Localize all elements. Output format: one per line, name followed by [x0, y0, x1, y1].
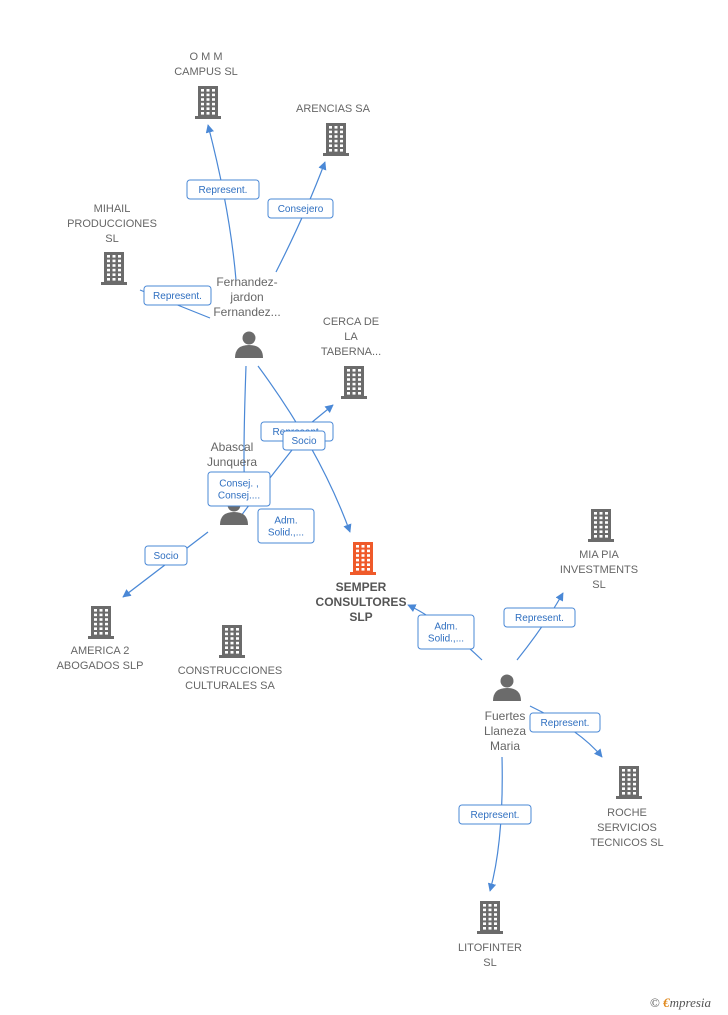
edge-label-text: Solid.,... [428, 634, 464, 645]
copyright-icon: © [650, 995, 660, 1010]
node-label: Fuertes [485, 709, 526, 723]
building-icon [195, 86, 221, 119]
edge-label[interactable]: Adm.Solid.,... [257, 508, 315, 544]
edge-label[interactable]: Represent. [529, 712, 601, 733]
edge-label-text: Represent. [515, 613, 564, 624]
edge-label[interactable]: Represent. [143, 285, 212, 306]
node-label: MIHAIL [94, 203, 131, 215]
edge-label-text: Socio [153, 551, 178, 562]
node-label: CERCA DE [323, 316, 379, 328]
edge-label-text: Consej. , [219, 479, 258, 490]
node-mihail[interactable]: MIHAIL PRODUCCIONES SL [67, 203, 157, 285]
node-america[interactable]: AMERICA 2 ABOGADOS SLP [57, 606, 144, 672]
relation-edge [487, 756, 503, 892]
node-omm[interactable]: O M M CAMPUS SL [174, 51, 238, 119]
node-label: SEMPER [336, 580, 387, 594]
building-icon [350, 542, 376, 575]
node-label: SL [105, 233, 118, 245]
node-label: ROCHE [607, 807, 647, 819]
node-label: jardon [229, 290, 263, 304]
building-icon [588, 509, 614, 542]
person-icon [235, 331, 263, 358]
node-label: SL [592, 579, 605, 591]
edge-label-text: Consej.... [218, 491, 260, 502]
edge-label-text: Represent. [471, 810, 520, 821]
node-label: Fernandez- [216, 275, 277, 289]
building-icon [341, 366, 367, 399]
node-label: CAMPUS SL [174, 66, 238, 78]
node-label: ARENCIAS SA [296, 103, 371, 115]
building-icon [477, 901, 503, 934]
node-miapia[interactable]: MIA PIA INVESTMENTS SL [560, 509, 638, 591]
node-label: TABERNA... [321, 346, 381, 358]
node-label: INVESTMENTS [560, 564, 638, 576]
building-icon [219, 625, 245, 658]
edge-label-text: Represent. [541, 718, 590, 729]
node-label: Maria [490, 739, 520, 753]
node-label: AMERICA 2 [71, 645, 130, 657]
node-litofinter[interactable]: LITOFINTER SL [458, 901, 522, 969]
node-label: Llaneza [484, 724, 526, 738]
node-label: TECNICOS SL [590, 837, 663, 849]
node-label: LITOFINTER [458, 942, 522, 954]
node-label: SL [483, 957, 496, 969]
node-label: LA [344, 331, 358, 343]
edge-label[interactable]: Consej. ,Consej.... [207, 471, 271, 507]
edge-label-text: Socio [291, 436, 316, 447]
person-icon [493, 674, 521, 701]
node-label: PRODUCCIONES [67, 218, 157, 230]
edge-label[interactable]: Socio [282, 430, 326, 451]
building-icon [88, 606, 114, 639]
node-arencias[interactable]: ARENCIAS SA [296, 103, 371, 156]
node-construcciones[interactable]: CONSTRUCCIONES CULTURALES SA [178, 625, 283, 692]
brand-initial: € [663, 995, 670, 1010]
edge-label-text: Solid.,... [268, 528, 304, 539]
node-label: SLP [349, 610, 372, 624]
node-label: CULTURALES SA [185, 680, 275, 692]
node-label: O M M [190, 51, 223, 63]
edge-label-text: Adm. [434, 622, 457, 633]
node-label: CONSTRUCCIONES [178, 665, 283, 677]
edge-label[interactable]: Adm.Solid.,... [417, 614, 475, 650]
relation-edge [205, 124, 237, 281]
brand-name: mpresia [669, 995, 712, 1010]
edge-label[interactable]: Consejero [267, 198, 334, 219]
edge-label-text: Represent. [199, 185, 248, 196]
empresia-logo: © €mpresia [650, 995, 711, 1011]
node-label: MIA PIA [579, 549, 619, 561]
edge-label[interactable]: Represent. [186, 179, 260, 200]
node-cerca[interactable]: CERCA DE LA TABERNA... [321, 316, 381, 399]
building-icon [323, 123, 349, 156]
node-label: CONSULTORES [316, 595, 407, 609]
node-label: Abascal [211, 440, 254, 454]
building-icon [101, 252, 127, 285]
edge-label[interactable]: Socio [144, 545, 188, 566]
node-label: SERVICIOS [597, 822, 657, 834]
edge-label-text: Consejero [278, 204, 324, 215]
node-label: ABOGADOS SLP [57, 660, 144, 672]
building-icon [616, 766, 642, 799]
edge-label[interactable]: Represent. [503, 607, 576, 628]
node-roche[interactable]: ROCHE SERVICIOS TECNICOS SL [590, 766, 664, 849]
edge-label-text: Represent. [153, 291, 202, 302]
node-fernandez[interactable]: Fernandez-jardonFernandez... [213, 275, 281, 358]
node-label: Junquera [207, 455, 257, 469]
node-label: Fernandez... [213, 305, 280, 319]
edge-label-text: Adm. [274, 516, 297, 527]
edge-label[interactable]: Represent. [458, 804, 532, 825]
